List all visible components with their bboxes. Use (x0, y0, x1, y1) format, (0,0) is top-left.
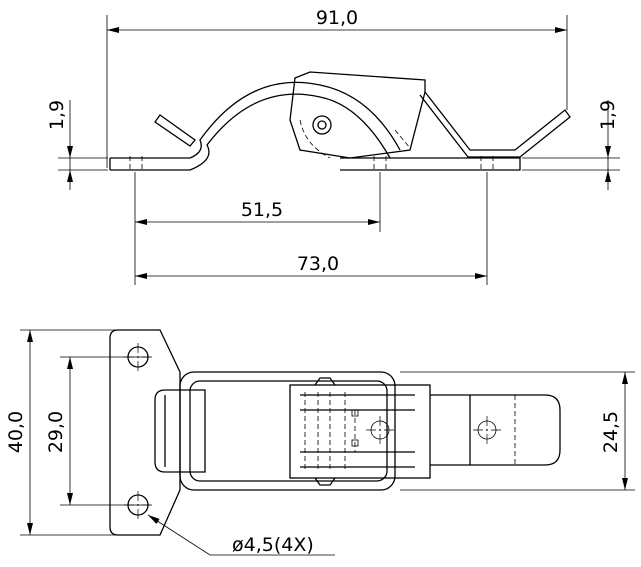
dim-plate-height: 40,0 (5, 411, 27, 453)
hole-leader (147, 514, 335, 556)
dim-hole-spacing-length: 73,0 (297, 253, 339, 275)
dim-hole-to-catch: 51,5 (241, 199, 283, 221)
dim-hole-spacing-height: 29,0 (45, 411, 67, 453)
base-plate-right (340, 157, 521, 171)
dim-overall-length: 91,0 (316, 7, 358, 29)
lever-top (289, 384, 431, 479)
hook (430, 394, 561, 466)
dim-body-width: 24,5 (600, 411, 622, 453)
pivot-pin (312, 115, 332, 135)
bail-tab (154, 114, 196, 147)
mounting-plate (109, 329, 181, 536)
bail-clip (154, 389, 206, 473)
top-view: 40,0 29,0 24,5 ø4,5(4X) (5, 329, 635, 556)
side-view: 91,0 51,5 73,0 1,9 1,9 (46, 7, 620, 285)
bail-frame (179, 371, 396, 491)
dim-left-thickness: 1,9 (46, 100, 68, 130)
dim-hole-diameter: ø4,5(4X) (232, 534, 314, 556)
spring-wire (419, 91, 571, 158)
dim-right-thickness: 1,9 (597, 100, 619, 130)
base-plate-left (109, 157, 190, 171)
lever-body (289, 71, 426, 159)
bail-wire (189, 81, 401, 159)
